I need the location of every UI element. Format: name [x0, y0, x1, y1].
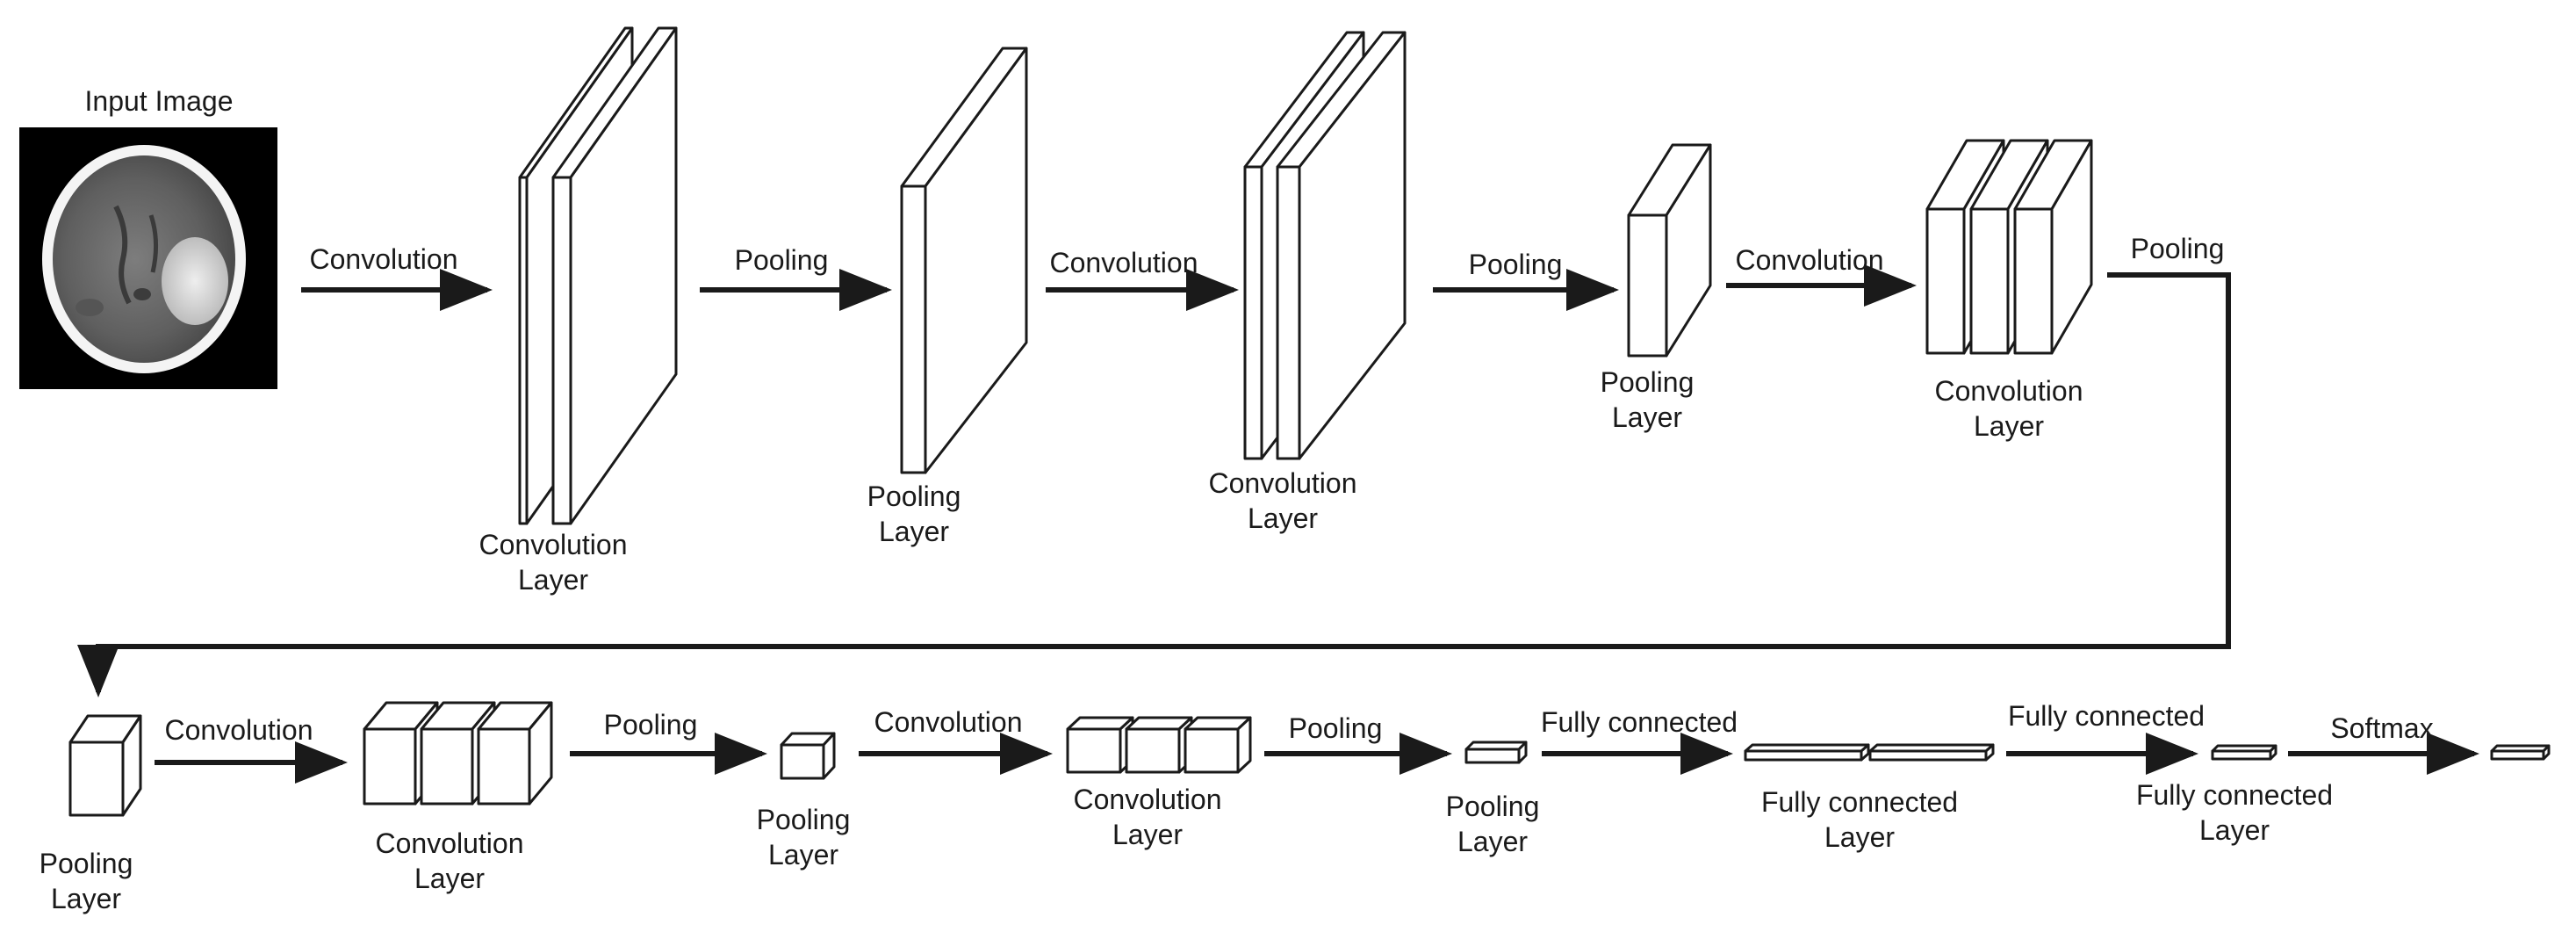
edge-label-softmax: Softmax: [2330, 712, 2434, 744]
edge-label-pooling-5: Pooling: [1288, 712, 1383, 744]
layer-output: [2490, 744, 2551, 761]
edge-label-fully-connected-2: Fully connected: [2007, 700, 2205, 732]
layer-pool5: [1464, 741, 1528, 764]
edge-label-pooling-3: Pooling: [2130, 233, 2225, 264]
layer-pool3: [68, 714, 142, 817]
layer-conv5: [1066, 716, 1252, 774]
edge-label-fully-connected-1: Fully connected: [1540, 706, 1738, 738]
arrow-e6: [77, 272, 2231, 697]
layer-fc2: [2211, 744, 2277, 761]
input-image-caption: Input Image: [84, 85, 234, 117]
layer-pool4: [780, 732, 836, 780]
layer-fc1: [1744, 743, 1995, 762]
edge-label-pooling-2: Pooling: [1468, 249, 1563, 280]
input-ct-scan-image: [19, 127, 277, 389]
edge-label-convolution-1: Convolution: [309, 243, 458, 275]
layer-conv2: [1243, 31, 1407, 460]
layer-pool1: [900, 47, 1028, 474]
edge-label-pooling-4: Pooling: [603, 709, 698, 741]
layer-conv1: [518, 26, 678, 525]
layer-conv3: [1925, 139, 2093, 355]
edge-label-pooling-1: Pooling: [734, 244, 829, 276]
layer-conv4: [363, 701, 553, 806]
layer-pool2: [1627, 143, 1712, 358]
edge-label-convolution-3: Convolution: [1735, 244, 1884, 276]
edge-label-convolution-2: Convolution: [1049, 247, 1198, 278]
edge-label-convolution-4: Convolution: [164, 714, 313, 746]
edge-label-convolution-5: Convolution: [874, 706, 1023, 738]
